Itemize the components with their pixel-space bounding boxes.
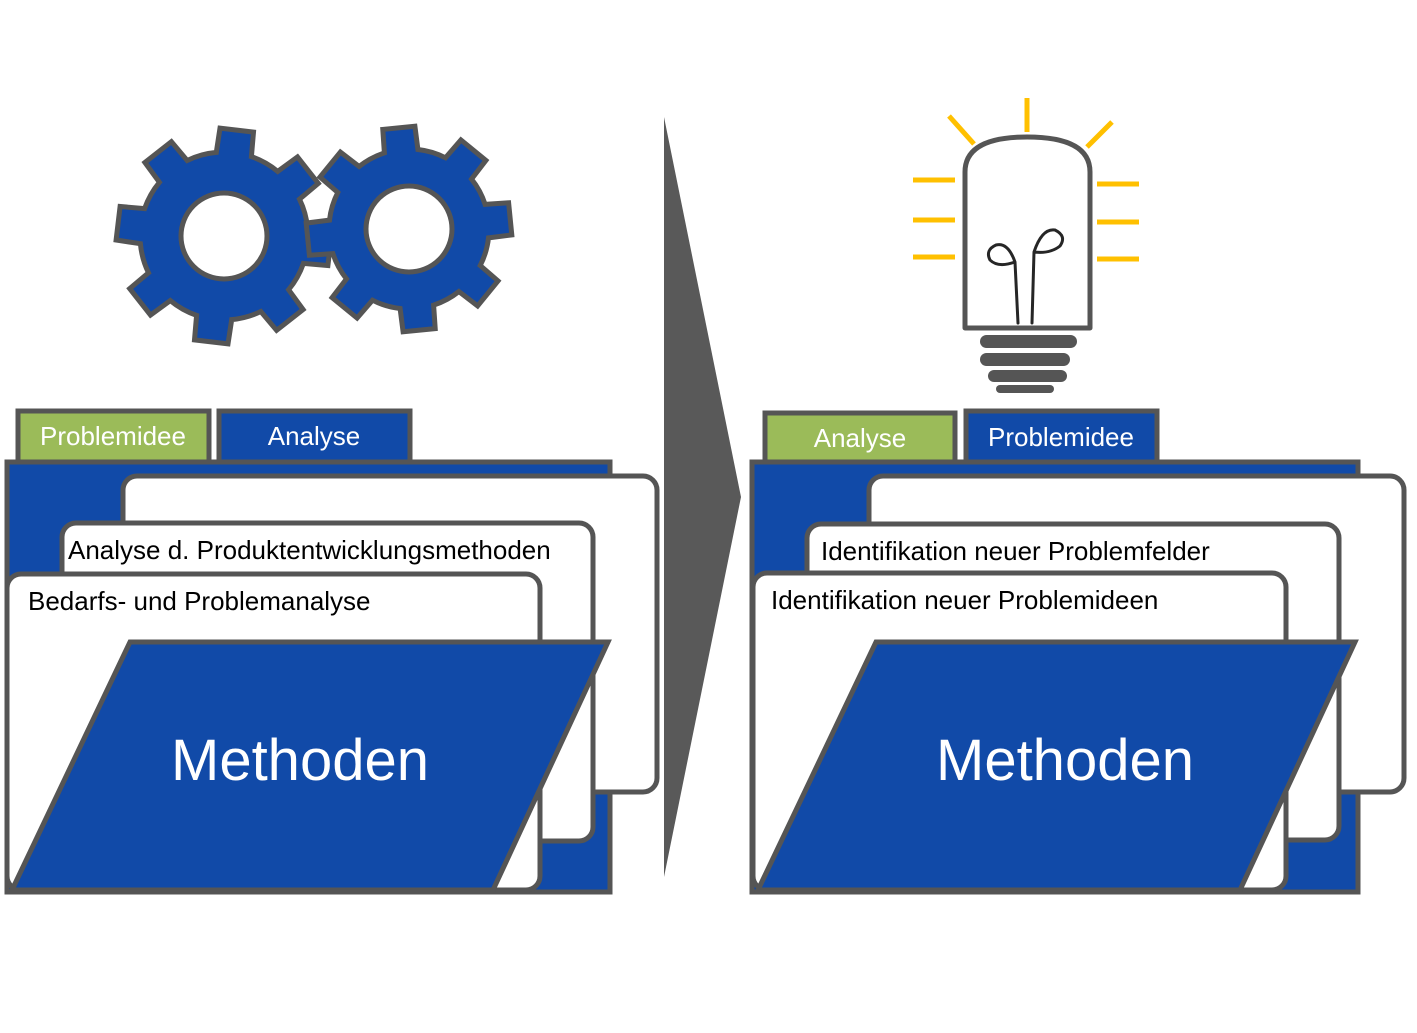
right-tab-problemidee [963,408,1160,467]
arrow-right-icon [664,117,741,877]
bulb-glass-icon [962,134,1093,331]
light-rays-icon [913,98,1139,262]
right-folder: Analyse Problemidee Identifikation neuer… [749,408,1407,895]
right-card-middle-label: Identifikation neuer Problemfelder [821,536,1210,566]
filament-icon [987,228,1065,325]
right-tab-analyse-label: Analyse [814,423,907,453]
left-card-middle-label: Analyse d. Produktentwicklungsmethoden [68,535,551,565]
right-tab-analyse [762,410,958,466]
gear-left-icon [113,125,335,347]
right-tab-problemidee-label: Problemidee [988,422,1134,452]
right-folder-label: Methoden [936,728,1194,793]
light-bulb-icon [913,98,1139,393]
left-tab-analyse-label: Analyse [268,421,361,451]
left-card-front-label: Bedarfs- und Problemanalyse [28,586,371,616]
left-folder-label: Methoden [171,728,429,793]
gears-icon [113,123,515,347]
left-folder-front [8,639,612,893]
right-card-front-label: Identifikation neuer Problemideen [771,585,1158,615]
bulb-socket-icon [980,335,1077,393]
gear-right-icon [303,123,515,335]
left-folder: Problemidee Analyse Analyse d. Produkten… [4,408,660,895]
left-tab-problemidee-label: Problemidee [40,421,186,451]
right-folder-front [754,639,1359,893]
